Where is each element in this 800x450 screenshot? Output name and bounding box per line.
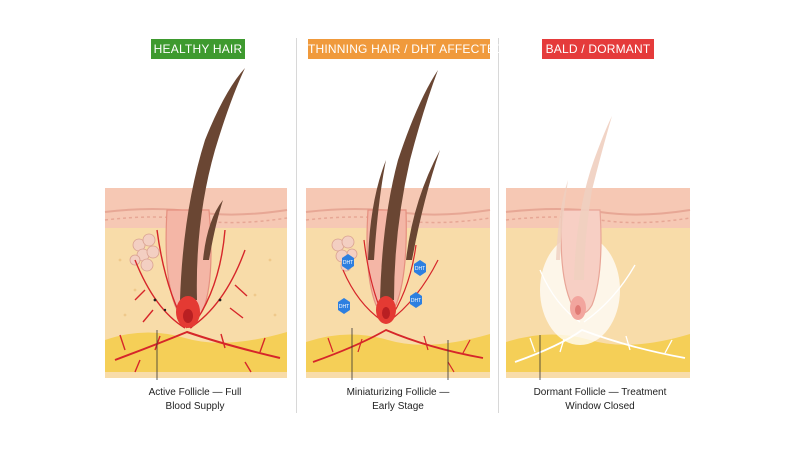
dht-marker: DHT	[338, 298, 350, 314]
thinning-caption-line2: Early Stage	[372, 401, 424, 412]
healthy-follicle-illustration	[104, 68, 288, 380]
fat-layer	[105, 332, 287, 372]
dormant-thin-hair	[556, 180, 568, 260]
dht-marker-label: DHT	[339, 304, 349, 310]
dormant-caption-line1: Dormant Follicle — Treatment	[533, 387, 667, 398]
dormant-hair-shaft	[574, 116, 612, 280]
dht-marker: DHT	[342, 254, 354, 270]
panel-divider-left	[296, 38, 297, 413]
thin-hair-right	[406, 150, 440, 260]
dht-marker: DHT	[414, 260, 426, 276]
hair-shaft	[380, 70, 438, 300]
panel-divider-right	[498, 38, 499, 413]
dht-marker-label: DHT	[343, 260, 353, 266]
panel-bald-dormant: BALD / DORMANT Dormant Follicle — Treatm…	[500, 0, 700, 450]
thinning-follicle-illustration: DHT DHT DHT DHT	[305, 70, 491, 380]
dht-marker-label: DHT	[415, 266, 425, 272]
healthy-caption-line1: Active Follicle — Full	[148, 387, 242, 398]
hair-shaft	[180, 68, 245, 300]
thinning-caption: Miniaturizing Follicle — Early Stage	[298, 386, 498, 414]
thin-hair-left	[368, 160, 386, 260]
thinning-caption-line1: Miniaturizing Follicle —	[346, 387, 450, 398]
bald-dormant-title: BALD / DORMANT	[542, 39, 654, 59]
panel-thinning-hair: THINNING HAIR / DHT AFFECTED DHT	[298, 0, 504, 450]
dht-marker: DHT	[410, 292, 422, 308]
panel-healthy-hair: HEALTHY HAIR	[95, 0, 295, 450]
dormant-follicle-illustration	[505, 116, 691, 380]
fat-layer	[506, 334, 690, 372]
healthy-caption: Active Follicle — Full Blood Supply	[95, 386, 295, 414]
secondary-hair	[203, 200, 223, 260]
sebaceous-gland	[129, 233, 160, 272]
thinning-hair-title: THINNING HAIR / DHT AFFECTED	[308, 39, 504, 59]
dormant-caption: Dormant Follicle — Treatment Window Clos…	[500, 386, 700, 414]
healthy-hair-title: HEALTHY HAIR	[151, 39, 245, 59]
dormant-caption-line2: Window Closed	[565, 401, 635, 412]
dht-marker-label: DHT	[411, 298, 421, 304]
healthy-caption-line2: Blood Supply	[165, 401, 225, 412]
